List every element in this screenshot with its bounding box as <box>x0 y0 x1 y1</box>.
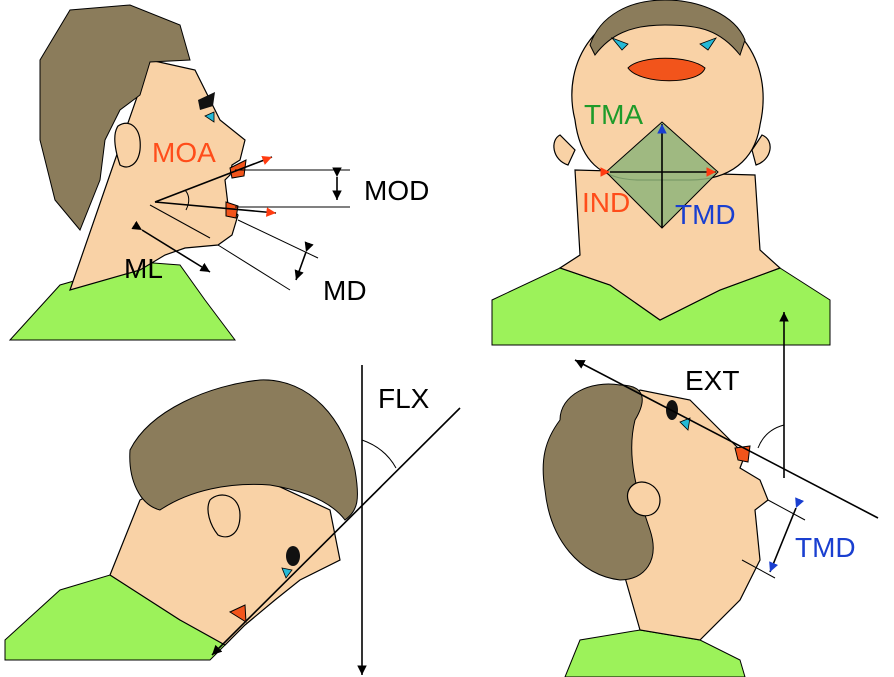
ear-left-shape <box>554 135 575 165</box>
tmd-guide-line <box>768 500 805 520</box>
panel-extension: EXT TMD <box>543 312 878 677</box>
ext-angle-arc <box>758 425 784 448</box>
ear-shape <box>115 123 141 167</box>
eyebrow-shape <box>286 546 300 566</box>
label-mod: MOD <box>364 175 429 206</box>
flx-angle-arc <box>362 440 396 468</box>
panel-thyromental: TMA IND TMD <box>492 0 830 345</box>
label-tma: TMA <box>584 99 643 130</box>
label-ind: IND <box>582 187 630 218</box>
md-guide-line-lower <box>218 245 290 290</box>
label-md: MD <box>323 275 367 306</box>
panel-mouth-opening: MOA MOD ML MD <box>10 5 429 340</box>
label-tmd: TMD <box>795 532 856 563</box>
tmd-arrow <box>770 508 796 572</box>
shirt-shape <box>565 630 745 677</box>
md-arrow <box>296 252 306 280</box>
label-ext: EXT <box>685 365 739 396</box>
label-tmd: TMD <box>675 199 736 230</box>
label-ml: ML <box>124 253 163 284</box>
panel-flexion: FLX <box>5 365 460 675</box>
label-flx: FLX <box>378 383 430 414</box>
label-moa: MOA <box>152 137 216 168</box>
